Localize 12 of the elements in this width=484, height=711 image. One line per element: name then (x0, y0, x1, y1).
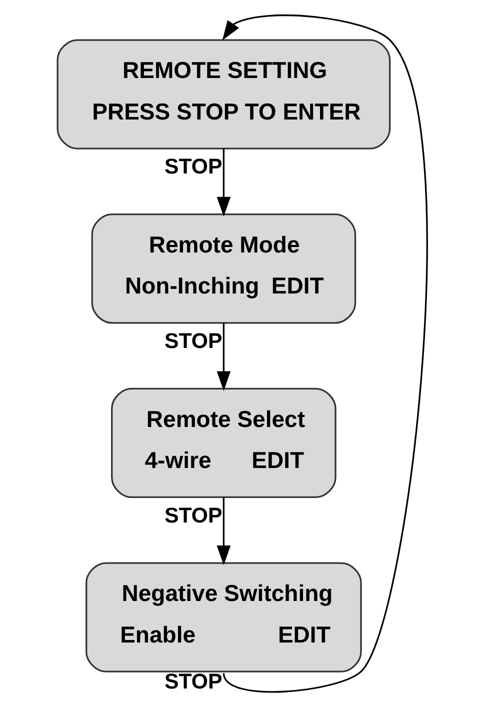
node-box: REMOTE SETTING PRESS STOP TO ENTER (56, 39, 390, 150)
arrow (216, 322, 230, 391)
edge-label: STOP (164, 670, 222, 694)
node-box: Remote Select 4-wire EDIT (110, 388, 336, 498)
node-box: Remote Mode Non-Inching EDIT (90, 214, 356, 324)
arrow (216, 148, 230, 217)
edge-label: STOP (164, 154, 222, 179)
edge-label: STOP (164, 503, 222, 528)
edge-label: STOP (164, 329, 222, 354)
node-box: Negative Switching Enable EDIT (85, 562, 362, 672)
arrow (216, 497, 230, 566)
arrow (222, 14, 428, 693)
